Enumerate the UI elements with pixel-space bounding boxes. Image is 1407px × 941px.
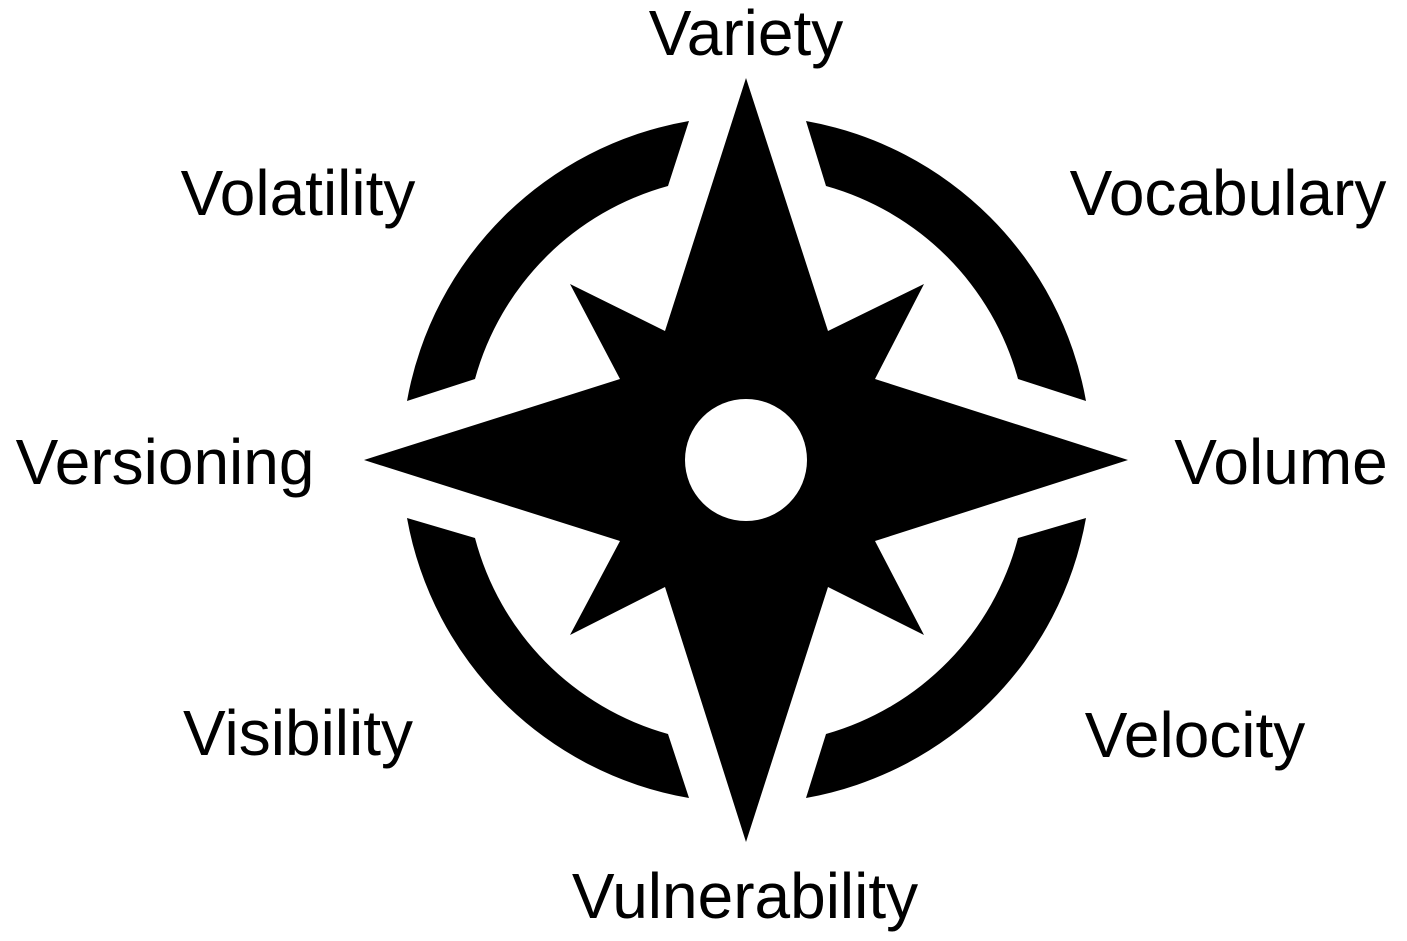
- label-northeast: Vocabulary: [1070, 157, 1387, 229]
- compass-center-hole: [685, 399, 807, 521]
- ring-arc-southwest: [407, 518, 689, 798]
- label-north: Variety: [649, 0, 843, 69]
- compass-rose-icon: [364, 78, 1128, 842]
- ring-arc-northeast: [806, 121, 1086, 401]
- label-south: Vulnerability: [572, 860, 918, 932]
- ring-arc-northwest: [407, 121, 689, 401]
- label-southwest: Visibility: [183, 697, 413, 769]
- label-east: Volume: [1174, 426, 1387, 498]
- compass-ring: [407, 121, 1086, 798]
- label-southeast: Velocity: [1085, 699, 1306, 771]
- ring-arc-southeast: [806, 518, 1086, 798]
- label-west: Versioning: [16, 426, 315, 498]
- label-northwest: Volatility: [181, 157, 416, 229]
